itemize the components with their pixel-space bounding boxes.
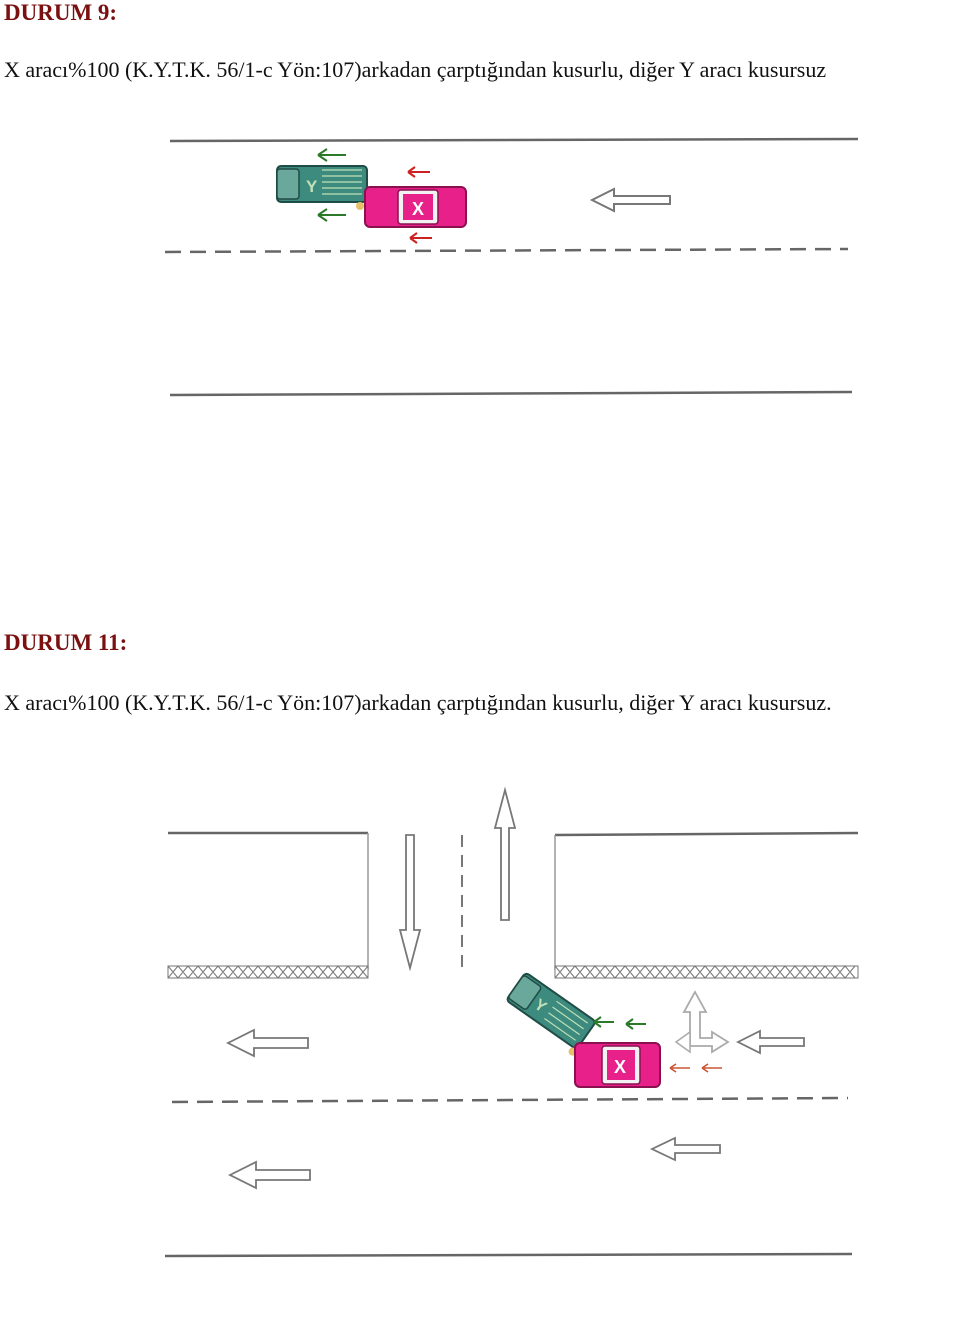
- direction-arrow-left-4: [735, 1029, 805, 1055]
- case11-description: X aracı%100 (K.Y.T.K. 56/1-c Yön:107)ark…: [4, 690, 832, 715]
- direction-arrow-left: [589, 187, 671, 213]
- vehicle-y-label: Y: [306, 177, 318, 196]
- case9-diagram: Y X: [164, 137, 859, 397]
- right-block: [554, 831, 859, 979]
- case11-heading: DURUM 11:: [4, 630, 128, 655]
- lane-divider: [171, 1096, 849, 1104]
- motion-arrows-x: [407, 166, 432, 244]
- road-edge-bottom: [169, 390, 853, 397]
- right-crosswalk-strip: [554, 965, 859, 979]
- direction-arrow-left-3: [649, 1136, 721, 1162]
- lane-divider: [164, 247, 849, 254]
- vehicle-y: Y: [276, 165, 368, 210]
- vehicle-x: X: [364, 186, 467, 228]
- vehicle-x: X: [574, 1042, 661, 1088]
- turn-arrow: [674, 990, 730, 1054]
- case9-heading: DURUM 9:: [4, 0, 118, 25]
- case9-description: X aracı%100 (K.Y.T.K. 56/1-c Yön:107)ark…: [4, 57, 827, 82]
- road-edge-bottom: [164, 1252, 853, 1258]
- motion-arrows-y: [317, 148, 346, 222]
- left-block: [167, 831, 369, 979]
- vehicle-x-label: X: [614, 1057, 626, 1077]
- direction-arrow-left-2: [227, 1160, 311, 1190]
- motion-arrows-y: [593, 1016, 646, 1030]
- motion-arrows-x: [669, 1063, 722, 1073]
- case11-diagram: Y X: [164, 786, 859, 1258]
- direction-arrow-left-1: [225, 1028, 309, 1058]
- vehicle-x-label: X: [412, 199, 424, 219]
- arrow-down: [398, 834, 422, 972]
- road-edge-top: [169, 137, 859, 143]
- arrow-up: [493, 786, 517, 921]
- left-crosswalk-strip: [167, 965, 369, 979]
